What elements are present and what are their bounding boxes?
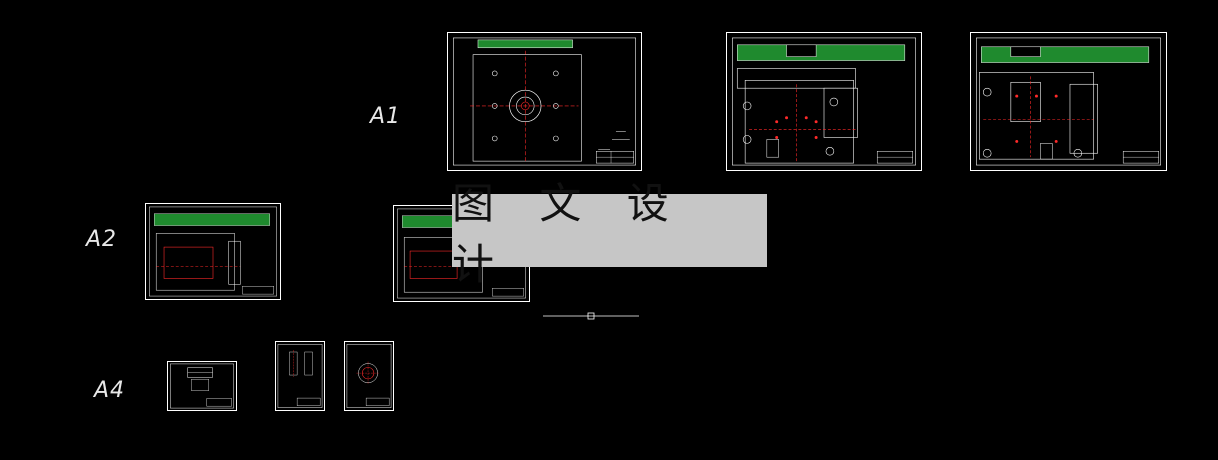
drawing-sheet-a4-2[interactable] — [275, 341, 325, 411]
label-a4: A4 — [94, 378, 126, 403]
drawing-sheet-a4-3[interactable] — [344, 341, 394, 411]
label-a1: A1 — [370, 104, 402, 129]
scale-bar — [543, 312, 639, 320]
drawing-sheet-a1-assembly-1[interactable] — [726, 32, 922, 171]
drawing-sheet-a2-1[interactable] — [145, 203, 281, 300]
watermark-text: 图 文 设 计 — [452, 178, 685, 289]
watermark-banner: 图 文 设 计 — [452, 179, 767, 289]
drawing-sheet-a1-assembly-2[interactable] — [970, 32, 1167, 171]
drawing-sheet-a4-1[interactable] — [167, 361, 237, 411]
label-a2: A2 — [86, 227, 118, 252]
drawing-sheet-a1-plate[interactable] — [447, 32, 642, 171]
